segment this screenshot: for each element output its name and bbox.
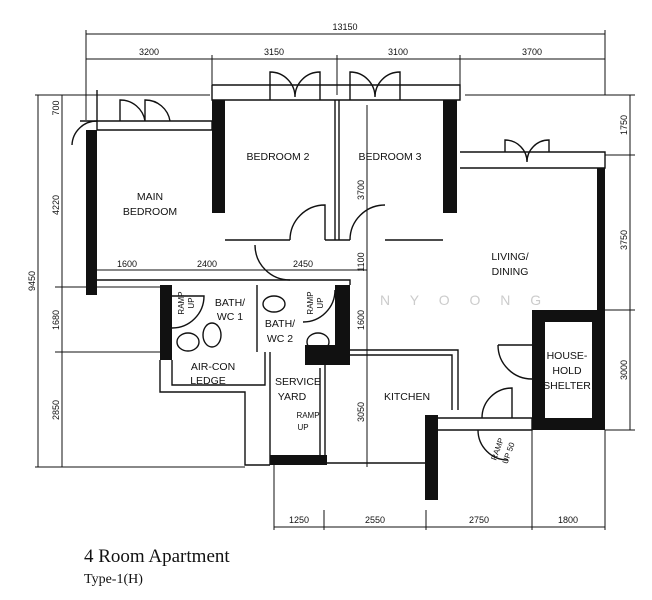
room-household-shelter: HOLD bbox=[552, 365, 582, 377]
household-shelter-walls bbox=[532, 310, 605, 430]
dim-top-total: 13150 bbox=[332, 22, 357, 32]
dim-bottom: 1250 bbox=[289, 515, 309, 525]
room-main-bedroom: BEDROOM bbox=[123, 206, 177, 218]
room-service-yard: SERVICE bbox=[275, 376, 321, 388]
dim-left: 700 bbox=[51, 100, 61, 115]
room-household-shelter: SHELTER bbox=[543, 380, 591, 392]
room-service-yard: YARD bbox=[278, 391, 307, 403]
dim-right: 3750 bbox=[619, 230, 629, 250]
room-aircon-ledge: AIR-CON bbox=[191, 361, 235, 373]
room-bedroom-2: BEDROOM 2 bbox=[246, 151, 309, 163]
room-living-dining: LIVING/ bbox=[491, 251, 528, 263]
dim-top: 3700 bbox=[522, 47, 542, 57]
room-household-shelter: HOUSE- bbox=[547, 350, 588, 362]
room-bath-2: BATH/ bbox=[265, 318, 295, 330]
plan-title: 4 Room Apartment bbox=[84, 546, 230, 567]
ramp-label: RAMP bbox=[296, 411, 319, 420]
dim-left: 4220 bbox=[51, 195, 61, 215]
dim-interior-v: 3050 bbox=[356, 402, 366, 422]
room-main-bedroom: MAIN bbox=[137, 191, 163, 203]
room-bath-1: BATH/ bbox=[215, 297, 245, 309]
ramp-label: RAMP bbox=[177, 291, 186, 314]
dim-interior-v: 3700 bbox=[356, 180, 366, 200]
dim-interior-v: 1600 bbox=[356, 310, 366, 330]
dim-top: 3200 bbox=[139, 47, 159, 57]
dim-right: 1750 bbox=[619, 115, 629, 135]
dim-bottom: 2550 bbox=[365, 515, 385, 525]
dim-interior-h: 2450 bbox=[293, 259, 313, 269]
ramp-label: RAMP bbox=[306, 291, 315, 314]
room-kitchen: KITCHEN bbox=[384, 391, 430, 403]
dim-interior-h: 1600 bbox=[117, 259, 137, 269]
dim-bottom: 2750 bbox=[469, 515, 489, 525]
ramp-label: UP bbox=[187, 297, 196, 308]
room-aircon-ledge: LEDGE bbox=[190, 375, 226, 387]
dim-left: 2850 bbox=[51, 400, 61, 420]
dim-interior-h: 2400 bbox=[197, 259, 217, 269]
dim-bottom: 1800 bbox=[558, 515, 578, 525]
room-living-dining: DINING bbox=[492, 266, 529, 278]
dim-right: 3000 bbox=[619, 360, 629, 380]
room-outlines bbox=[71, 71, 606, 466]
dim-top: 3100 bbox=[388, 47, 408, 57]
ramp-label: UP bbox=[316, 297, 325, 308]
watermark: N Y O O N G bbox=[380, 292, 549, 308]
dim-interior-v: 1100 bbox=[356, 252, 366, 271]
dim-left: 1680 bbox=[51, 310, 61, 330]
dim-top: 3150 bbox=[264, 47, 284, 57]
plan-subtitle: Type-1(H) bbox=[84, 572, 143, 587]
walls bbox=[86, 100, 605, 500]
room-bath-2: WC 2 bbox=[267, 333, 293, 345]
dim-left-total: 9450 bbox=[27, 271, 37, 291]
ramp-label: UP bbox=[297, 423, 308, 432]
room-bath-1: WC 1 bbox=[217, 311, 243, 323]
room-bedroom-3: BEDROOM 3 bbox=[358, 151, 421, 163]
dimension-lines bbox=[35, 30, 635, 530]
